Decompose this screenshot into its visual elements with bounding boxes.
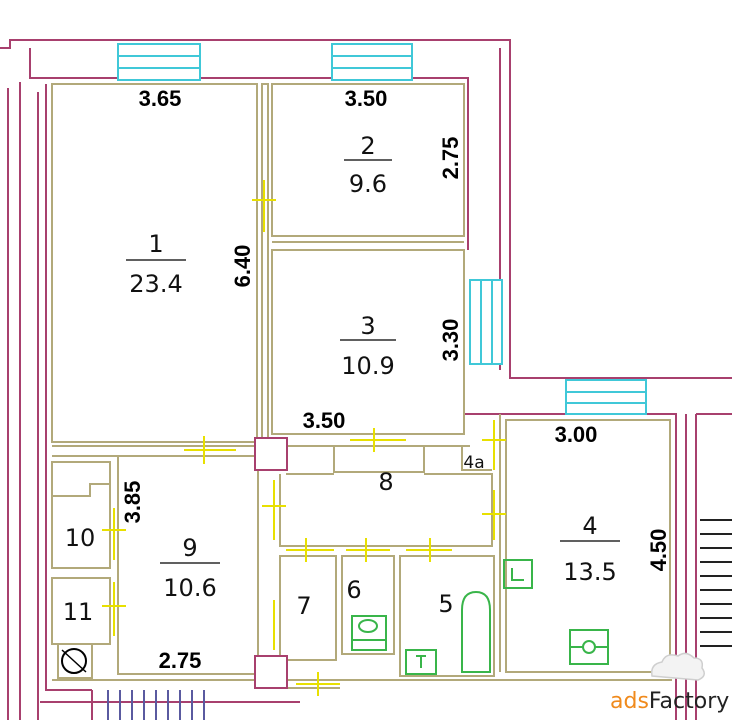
room-10-number: 10 (65, 524, 96, 552)
room-11-number: 11 (63, 598, 94, 626)
room-1-area: 23.4 (129, 270, 182, 298)
toilet-icon (351, 615, 387, 651)
dim-room3-width: 3.50 (303, 408, 346, 433)
svg-text:adsFactory: adsFactory (610, 689, 729, 714)
sink-icon (405, 649, 437, 675)
fixtures (61, 559, 609, 675)
room-3-number: 3 (360, 312, 375, 340)
dim-room3-depth: 3.30 (438, 319, 463, 362)
kitchen-sink-icon (503, 559, 533, 589)
room-4-number: 4 (582, 512, 597, 540)
window-room2 (331, 43, 413, 81)
stairs-right (700, 519, 732, 647)
dim-room4-width: 3.00 (555, 422, 598, 447)
column-upper (254, 437, 288, 471)
room-4a-number: 4a (463, 453, 484, 473)
room-9-area: 10.6 (163, 574, 216, 602)
door-room4a (482, 420, 506, 470)
column-lower (254, 655, 288, 689)
door-room8-left (262, 480, 286, 540)
door-room3 (350, 428, 406, 452)
inner-walls (51, 83, 672, 689)
door-room10 (102, 508, 126, 560)
outer-walls (0, 39, 732, 720)
room-4-area: 13.5 (563, 558, 616, 586)
room-7-number: 7 (296, 592, 311, 620)
door-room7 (286, 538, 334, 562)
room-1-number: 1 (148, 230, 163, 258)
dim-room2-width: 3.50 (345, 86, 388, 111)
dimension-labels: 3.65 3.50 2.75 6.40 3.30 3.50 3.00 3.85 … (120, 86, 671, 673)
dim-room4-depth: 4.50 (646, 529, 671, 572)
doors (102, 180, 506, 696)
door-room6 (346, 538, 390, 562)
dim-room9-width: 2.75 (159, 648, 202, 673)
watermark-factory: Factory (649, 689, 729, 714)
watermark-cloud-icon (650, 652, 705, 681)
bathtub-icon (461, 590, 491, 673)
room-8-number: 8 (378, 468, 393, 496)
columns (254, 437, 288, 689)
room-2-number: 2 (360, 132, 375, 160)
dim-room1-width: 3.65 (139, 86, 182, 111)
dim-room1-depth: 6.40 (230, 245, 255, 288)
watermark-ads: ads (610, 689, 649, 714)
room-3-area: 10.9 (341, 352, 394, 380)
windows (117, 43, 647, 415)
room-2-area: 9.6 (349, 170, 387, 198)
window-room3 (469, 279, 503, 365)
stairs-bottom (107, 690, 205, 720)
door-bottom (296, 672, 340, 696)
washbasin-icon (61, 648, 87, 674)
room-labels: 1 23.4 2 9.6 3 10.9 4 13.5 5 6 7 8 9 10.… (63, 132, 620, 626)
dim-room9-depth: 3.85 (120, 481, 145, 524)
door-room4 (482, 490, 506, 540)
room-9-number: 9 (182, 534, 197, 562)
door-room2 (252, 180, 276, 232)
door-room1 (184, 436, 236, 464)
stove-icon (569, 629, 609, 665)
door-room5 (406, 538, 452, 562)
window-room1 (117, 43, 201, 81)
door-room11 (102, 582, 126, 636)
room-6-number: 6 (346, 576, 361, 604)
window-room4 (565, 379, 647, 415)
watermark: adsFactory (610, 652, 729, 714)
dim-room2-depth: 2.75 (438, 137, 463, 180)
room-5-number: 5 (438, 590, 453, 618)
